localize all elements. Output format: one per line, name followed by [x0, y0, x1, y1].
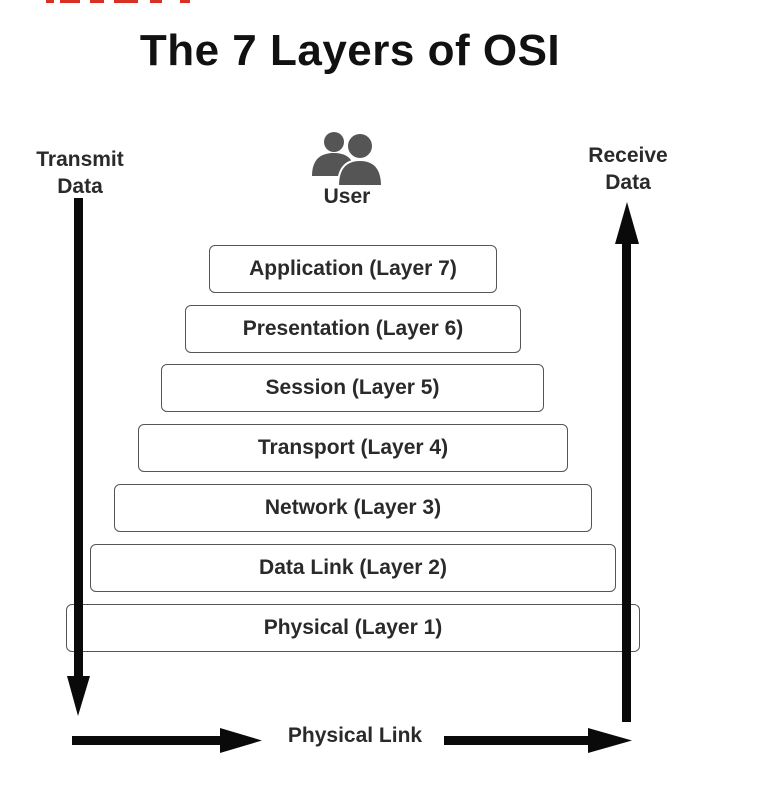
layer-network: Network (Layer 3): [114, 484, 592, 532]
physical-link-left-arrow: [72, 728, 262, 753]
receive-label-line1: Receive: [588, 144, 668, 167]
layer-data-link: Data Link (Layer 2): [90, 544, 616, 592]
users-icon: [312, 132, 384, 186]
transmit-label-line1: Transmit: [36, 148, 124, 171]
red-text-fragment: [46, 0, 190, 3]
layer-application: Application (Layer 7): [209, 245, 497, 293]
user-label: User: [323, 185, 371, 208]
layer-presentation: Presentation (Layer 6): [185, 305, 521, 353]
physical-link-right-arrow: [444, 728, 632, 753]
layer-session: Session (Layer 5): [161, 364, 544, 412]
transmit-down-arrow: [67, 198, 90, 716]
physical-link-label: Physical Link: [287, 724, 423, 747]
transmit-label-line2: Data: [57, 175, 103, 198]
layer-physical: Physical (Layer 1): [66, 604, 640, 652]
transmit-data-label: Transmit Data: [20, 146, 140, 200]
diagram-title: The 7 Layers of OSI: [139, 26, 561, 75]
receive-data-label: Receive Data: [568, 142, 688, 196]
receive-up-arrow: [615, 202, 639, 722]
receive-label-line2: Data: [605, 171, 651, 194]
layer-transport: Transport (Layer 4): [138, 424, 568, 472]
